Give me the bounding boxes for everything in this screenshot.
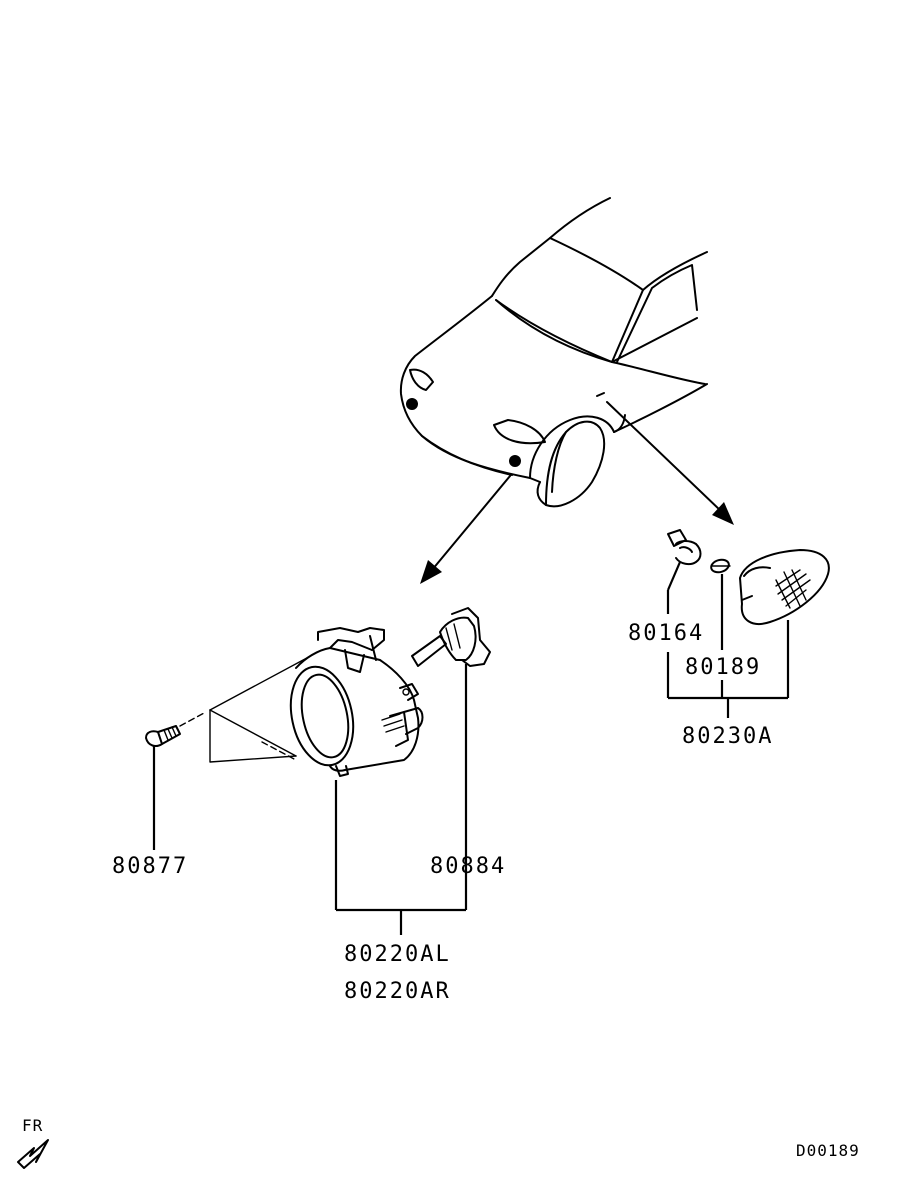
side-lamp-drawing — [739, 549, 830, 625]
drawing-code: D00189 — [796, 1141, 860, 1160]
part-number-fog-lamp-right: 80220AR — [344, 979, 451, 1004]
direction-label: FR — [22, 1116, 44, 1135]
leader-lines — [152, 561, 790, 935]
part-number-side-bulb: 80189 — [685, 655, 762, 680]
part-number-socket: 80164 — [628, 621, 705, 646]
part-number-fog-bulb: 80884 — [430, 854, 507, 879]
lens-hatch — [775, 569, 811, 609]
part-number-screw: 80877 — [112, 854, 189, 879]
side-bulb-drawing — [710, 558, 731, 574]
part-number-fog-lamp-left: 80220AL — [344, 942, 451, 967]
fog-bulb-drawing — [411, 607, 491, 667]
screw-drawing — [145, 725, 181, 747]
fog-lamp-drawing — [179, 627, 424, 777]
side-socket-drawing — [667, 529, 702, 566]
pointer-arrows — [420, 401, 734, 584]
part-number-side-lamp: 80230A — [682, 724, 774, 749]
front-arrow-icon — [17, 1139, 49, 1169]
car-outline — [399, 197, 708, 508]
